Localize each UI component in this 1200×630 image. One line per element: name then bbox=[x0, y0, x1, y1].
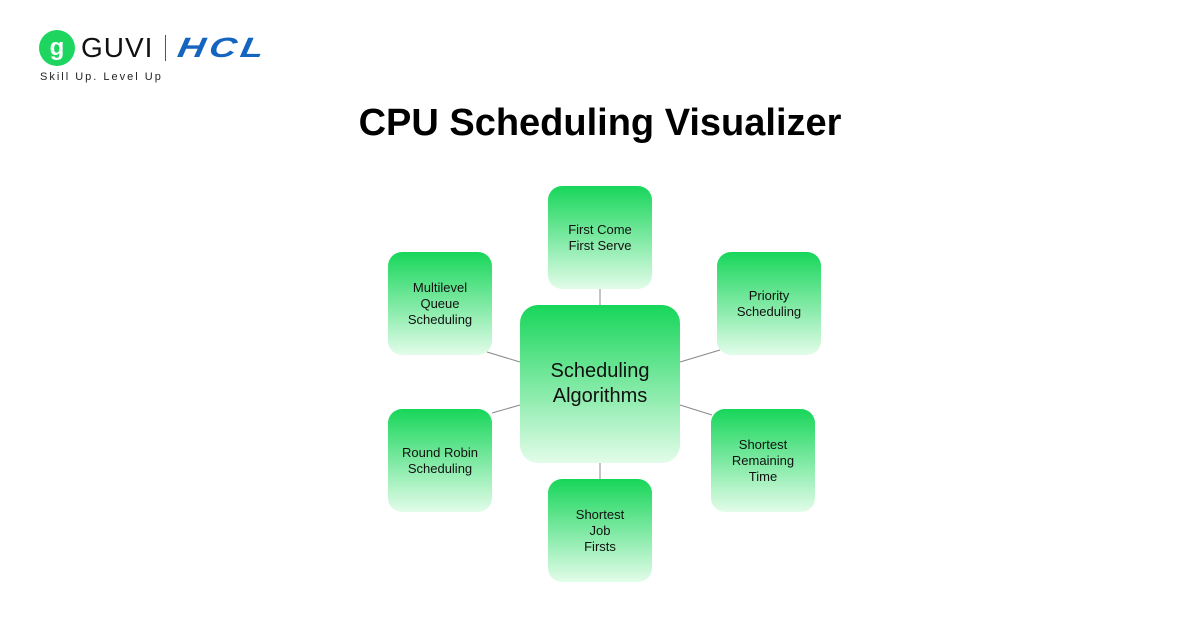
node-fcfs: First Come First Serve bbox=[548, 186, 652, 289]
node-srt: Shortest Remaining Time bbox=[711, 409, 815, 512]
node-multilevel: Multilevel Queue Scheduling bbox=[388, 252, 492, 355]
logo: g GUVI HCL bbox=[39, 30, 271, 66]
connector-priority bbox=[679, 349, 721, 363]
center-node: Scheduling Algorithms bbox=[520, 305, 680, 463]
page-title: CPU Scheduling Visualizer bbox=[358, 102, 842, 144]
guvi-wordmark: GUVI bbox=[81, 32, 154, 63]
connector-multilevel bbox=[486, 351, 521, 363]
logo-divider bbox=[165, 35, 167, 61]
connector-round-robin bbox=[491, 404, 521, 414]
guvi-logo-icon: g bbox=[39, 30, 75, 66]
tagline: Skill Up. Level Up bbox=[40, 71, 163, 83]
node-sjf: Shortest Job Firsts bbox=[548, 479, 652, 582]
node-round-robin: Round Robin Scheduling bbox=[388, 409, 492, 512]
connector-srt bbox=[679, 404, 713, 416]
node-priority: Priority Scheduling bbox=[717, 252, 821, 355]
